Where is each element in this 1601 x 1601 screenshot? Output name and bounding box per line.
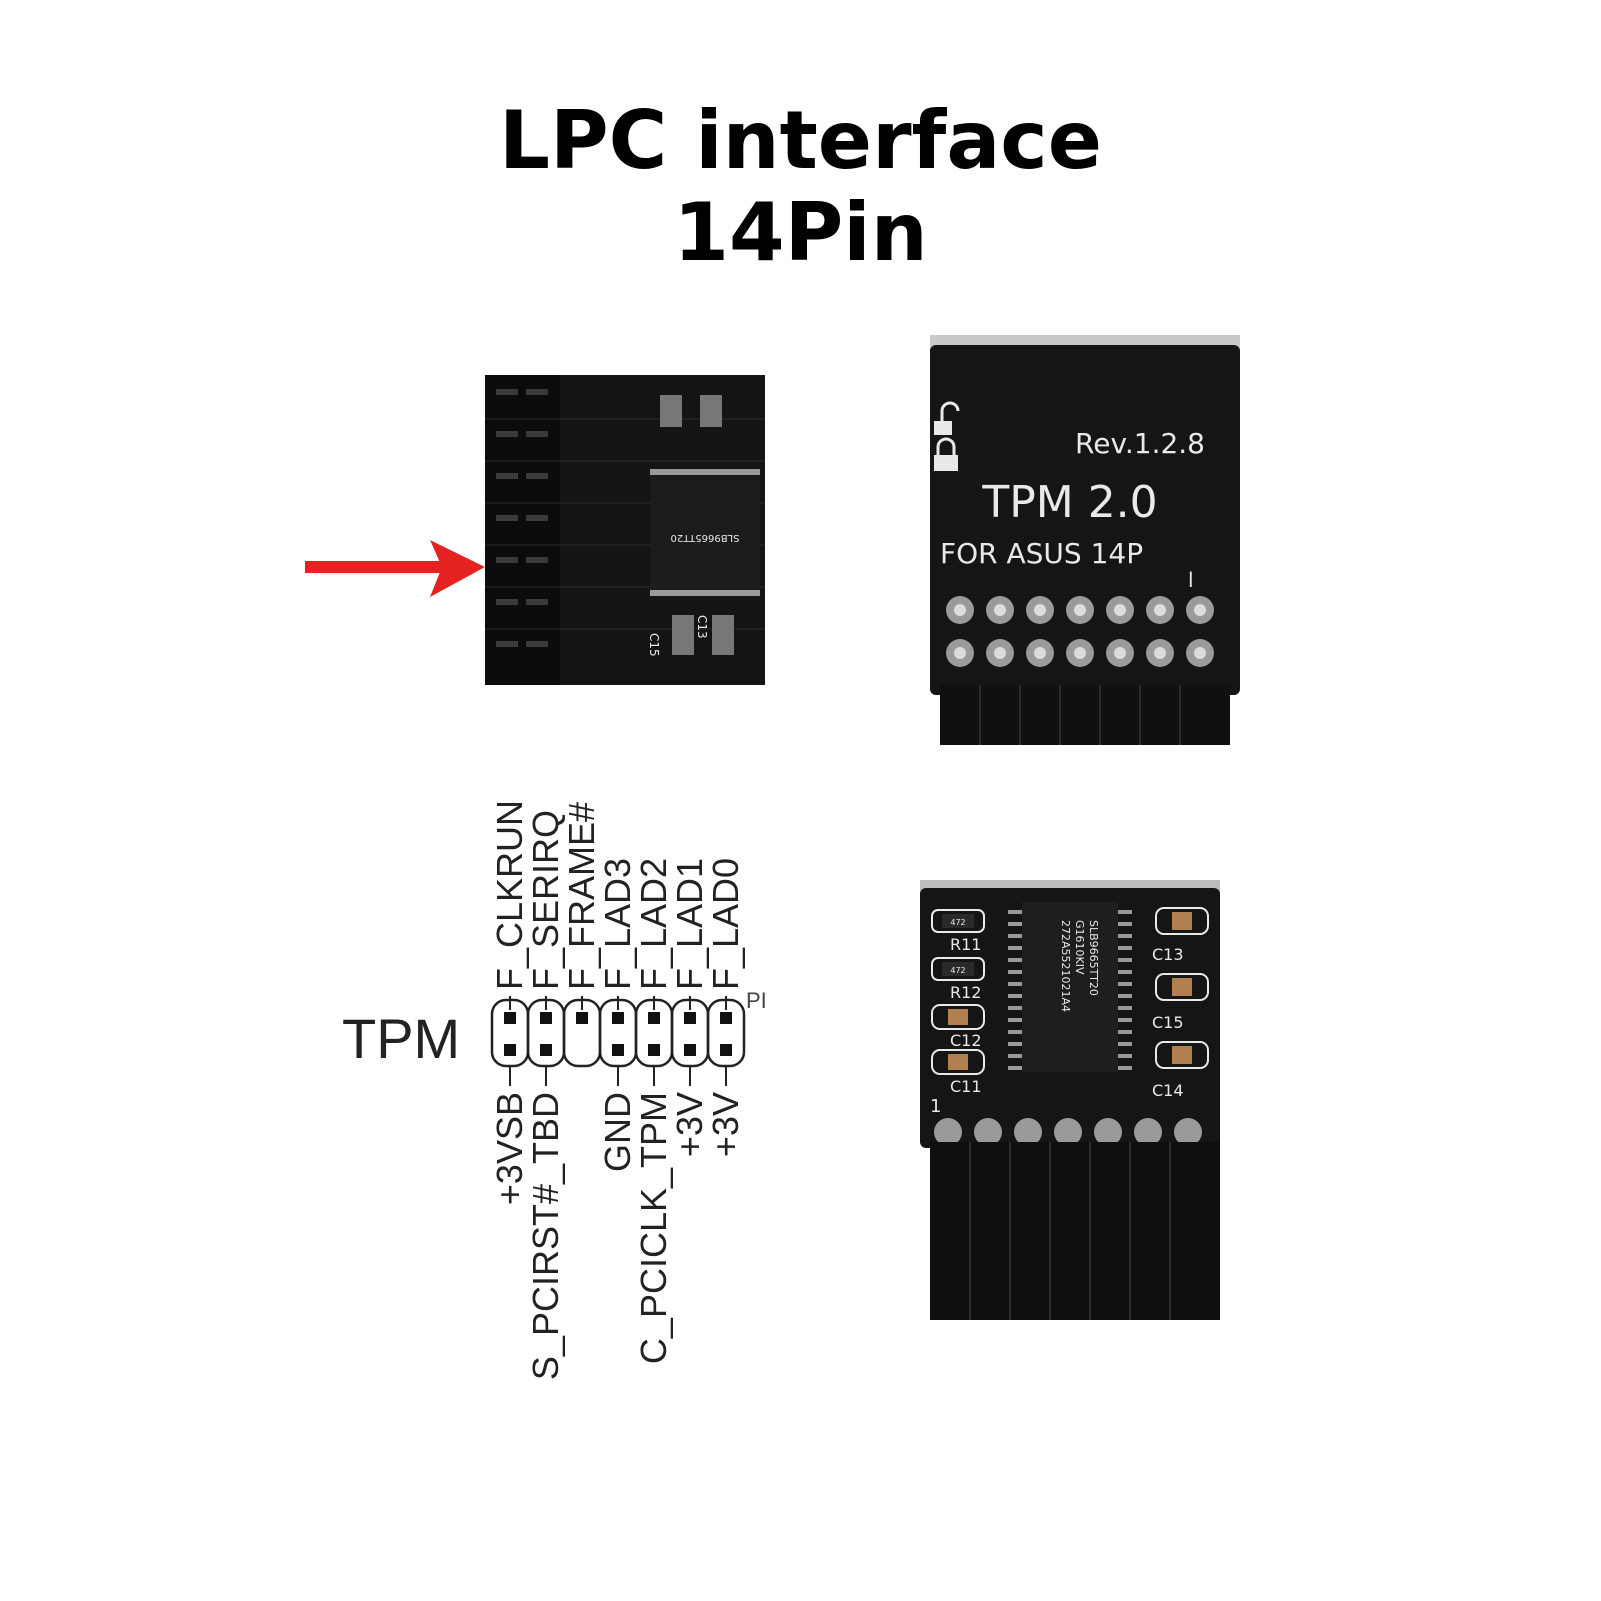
bottom-plastic-socket	[930, 1142, 1220, 1320]
pin-label-gnd: GND	[597, 1092, 638, 1172]
pin-label-3v-1: +3V	[669, 1092, 710, 1157]
board-variant: FOR ASUS 14P	[940, 537, 1143, 570]
pinout-header-label: TPM	[342, 1007, 460, 1070]
pinout-corner-mark: PI	[746, 988, 767, 1013]
bottom-chip: SLB9665TT20 G1610KIV 272A5521021A4	[1008, 902, 1132, 1072]
side-ref-c15: C15	[647, 633, 661, 657]
ref-c14: C14	[1152, 1081, 1184, 1100]
pin-label-s-pcirst-tbd: S_PCIRST#_TBD	[525, 1092, 566, 1380]
pin-label-f-lad2: F_LAD2	[633, 858, 674, 990]
pin-label-3vsb: +3VSB	[489, 1092, 530, 1205]
tpm-module-top-photo: Rev.1.2.8 TPM 2.0 FOR ASUS 14P l	[930, 335, 1240, 745]
bottom-components-left: 472 R11 472 R12 C12 C11 1	[930, 909, 985, 1117]
locked-padlock-icon	[934, 437, 958, 471]
side-socket-rows	[485, 375, 765, 685]
chip-line-1: SLB9665TT20	[1087, 920, 1100, 996]
pinout-top-leads	[509, 996, 727, 1010]
bottom-components-right: C13 C15 C14	[1152, 907, 1209, 1100]
board-model: TPM 2.0	[981, 477, 1157, 528]
top-plastic-socket	[940, 685, 1230, 745]
pinout-bottom-leads	[509, 1066, 727, 1086]
ref-c11: C11	[950, 1077, 982, 1096]
side-chip: SLB9665TT20	[650, 469, 760, 596]
title-line-1: LPC interface	[499, 94, 1102, 187]
pin-label-3v-2: +3V	[705, 1092, 746, 1157]
side-chip-text: SLB9665TT20	[671, 532, 740, 543]
pin-label-f-lad3: F_LAD3	[597, 858, 638, 990]
side-ref-c13: C13	[695, 615, 709, 639]
resistor-r12-value: 472	[950, 966, 965, 975]
chip-line-3: 272A5521021A4	[1059, 920, 1072, 1012]
pin-label-f-lad1: F_LAD1	[669, 858, 710, 990]
bottom-pin1-mark: 1	[930, 1096, 941, 1117]
pin-label-c-pciclk-tpm: C_PCICLK_TPM	[633, 1092, 674, 1364]
board-revision: Rev.1.2.8	[1075, 427, 1205, 460]
ref-c13: C13	[1152, 945, 1184, 964]
pinout-bottom-labels: +3VSB S_PCIRST#_TBD GND C_PCICLK_TPM +3V…	[489, 1092, 746, 1380]
bottom-solder-pads	[934, 1118, 1202, 1146]
pin-label-f-serirq: F_SERIRQ	[525, 810, 566, 990]
resistor-r11-value: 472	[950, 918, 965, 927]
side-capacitors: C15 C13	[647, 395, 734, 657]
tpm-module-bottom-photo: SLB9665TT20 G1610KIV 272A5521021A4 472 R…	[920, 880, 1220, 1320]
top-solder-pads	[946, 596, 1214, 667]
pinout-top-labels: F_CLKRUN F_SERIRQ F_FRAME# F_LAD3 F_LAD2…	[489, 800, 746, 990]
ref-r12: R12	[950, 983, 981, 1002]
ref-c12: C12	[950, 1031, 982, 1050]
ref-c15: C15	[1152, 1013, 1184, 1032]
pin-label-f-clkrun: F_CLKRUN	[489, 800, 530, 990]
tpm-pinout-diagram: F_CLKRUN F_SERIRQ F_FRAME# F_LAD3 F_LAD2…	[342, 800, 767, 1380]
unlocked-padlock-icon	[934, 401, 960, 435]
pin-label-f-frame: F_FRAME#	[561, 802, 602, 990]
page-title: LPC interface 14Pin	[0, 95, 1601, 279]
red-arrow-icon	[305, 540, 485, 597]
ref-r11: R11	[950, 935, 981, 954]
chip-line-2: G1610KIV	[1073, 920, 1086, 975]
top-pin1-mark: l	[1188, 568, 1194, 592]
title-line-2: 14Pin	[673, 186, 928, 279]
tpm-module-side-photo: SLB9665TT20 C15 C13	[305, 375, 765, 685]
pin-label-f-lad0: F_LAD0	[705, 858, 746, 990]
